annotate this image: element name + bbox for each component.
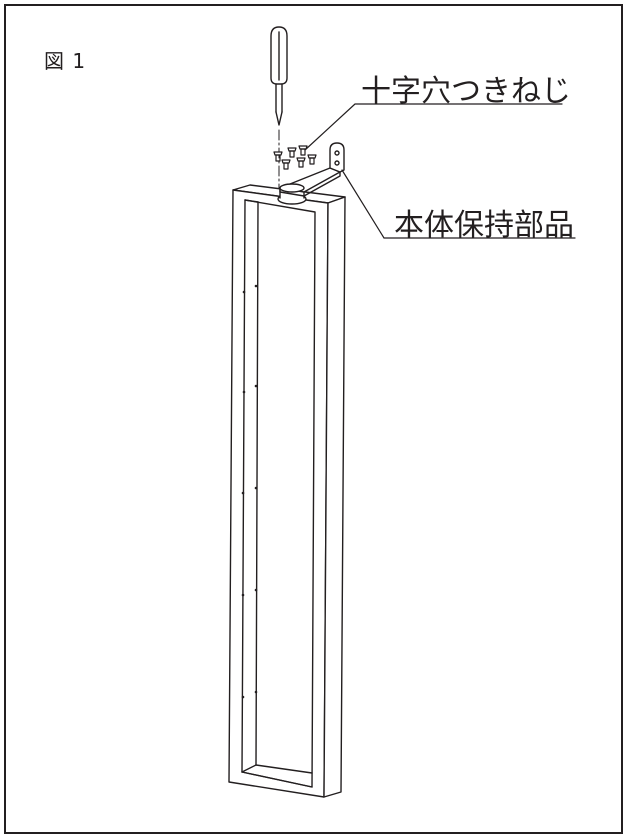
holder-bracket-icon (277, 142, 345, 205)
screw-callout-label: 十字穴つきねじ (361, 74, 571, 109)
screws-icon (273, 145, 317, 170)
holder-callout-label: 本体保持部品 (394, 208, 574, 243)
cabinet-body (228, 184, 346, 798)
figure-label: 図 1 (44, 49, 87, 73)
assembly-drawing (228, 26, 576, 798)
shelf-holes (241, 284, 258, 699)
screw-leader-line (304, 103, 563, 151)
holder-leader-line (341, 169, 576, 239)
screwdriver-icon (270, 26, 288, 126)
